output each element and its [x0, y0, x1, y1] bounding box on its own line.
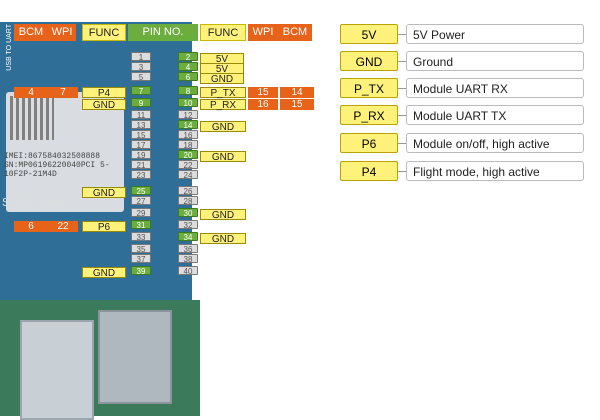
tag-pin14-gnd: GND: [200, 121, 246, 133]
pin-29: 29: [131, 208, 151, 218]
legend-connector: [398, 171, 406, 172]
pin-25: 25: [131, 186, 151, 196]
pin-8: 8: [178, 86, 198, 96]
pin-12: 12: [178, 110, 198, 120]
tag-pin10-bcm: 15: [280, 99, 314, 110]
legend-desc: Module UART TX: [406, 105, 584, 125]
legend-desc: Module on/off, high active: [406, 133, 584, 153]
tag-pin10-prx: P_RX: [200, 99, 246, 111]
pin-16: 16: [178, 130, 198, 140]
pin-35: 35: [131, 244, 151, 254]
pin-11: 11: [131, 110, 151, 120]
header-func-left: FUNC: [82, 24, 126, 41]
pin-4: 4: [178, 62, 198, 72]
tag-pin20-gnd: GND: [200, 151, 246, 163]
legend-row-p6: P6 Module on/off, high active: [340, 133, 585, 153]
usb-to-uart-label: USB TO UART: [6, 24, 13, 71]
legend-code: P4: [340, 161, 398, 181]
pin-32: 32: [178, 220, 198, 230]
tag-pin31-bcm: 6: [14, 221, 48, 232]
pin-33: 33: [131, 232, 151, 242]
header-bcm-right: BCM: [278, 24, 312, 41]
sim-model-label: SIM7600E: [2, 196, 68, 210]
pin-5: 5: [131, 72, 151, 82]
tag-pin25-gnd: GND: [82, 187, 126, 199]
legend-code: P_TX: [340, 78, 398, 98]
pin-28: 28: [178, 196, 198, 206]
tag-pin31-p6: P6: [82, 221, 126, 233]
pin-23: 23: [131, 170, 151, 180]
pin-9: 9: [131, 98, 151, 108]
pin-2: 2: [178, 52, 198, 62]
tag-pin34-gnd: GND: [200, 233, 246, 245]
pin-3: 3: [131, 62, 151, 72]
header-bcm-left: BCM: [14, 24, 48, 41]
pin-13: 13: [131, 120, 151, 130]
legend-connector: [398, 115, 406, 116]
pin-34: 34: [178, 232, 198, 242]
pin-20: 20: [178, 150, 198, 160]
usb-port: [20, 320, 94, 420]
legend-row-gnd: GND Ground: [340, 51, 585, 71]
pin-19: 19: [131, 150, 151, 160]
pin-1: 1: [131, 52, 151, 62]
pin-37: 37: [131, 254, 151, 264]
pin-22: 22: [178, 160, 198, 170]
chip-text: IMEI:867584032508888 SN:MP06196220040PCI…: [4, 152, 110, 179]
header-wpi-right: WPI: [248, 24, 278, 41]
pin-6: 6: [178, 72, 198, 82]
legend-desc: 5V Power: [406, 24, 584, 44]
pin-30: 30: [178, 208, 198, 218]
legend-row-5v: 5V 5V Power: [340, 24, 585, 44]
pin-27: 27: [131, 196, 151, 206]
legend-code: P_RX: [340, 105, 398, 125]
ethernet-port: [98, 310, 172, 404]
pin-18: 18: [178, 140, 198, 150]
pin-15: 15: [131, 130, 151, 140]
pin-24: 24: [178, 170, 198, 180]
tag-pin8-bcm: 14: [280, 87, 314, 98]
legend-connector: [398, 88, 406, 89]
legend-connector: [398, 34, 406, 35]
legend-desc: Ground: [406, 51, 584, 71]
legend-desc: Flight mode, high active: [406, 161, 584, 181]
pin-38: 38: [178, 254, 198, 264]
pin-17: 17: [131, 140, 151, 150]
tag-pin10-wpi: 16: [248, 99, 278, 110]
legend-connector: [398, 61, 406, 62]
pin-14: 14: [178, 120, 198, 130]
header-wpi-left: WPI: [48, 24, 76, 41]
tag-pin7-bcm: 4: [14, 87, 48, 98]
header-func-right: FUNC: [200, 24, 246, 41]
qr-code: [10, 96, 54, 140]
legend-row-ptx: P_TX Module UART RX: [340, 78, 585, 98]
header-pin-no: PIN NO.: [128, 24, 198, 41]
legend-desc: Module UART RX: [406, 78, 584, 98]
tag-pin31-wpi: 22: [48, 221, 78, 232]
tag-pin39-gnd: GND: [82, 267, 126, 279]
legend-row-prx: P_RX Module UART TX: [340, 105, 585, 125]
tag-pin30-gnd: GND: [200, 209, 246, 221]
legend-connector: [398, 143, 406, 144]
pin-26: 26: [178, 186, 198, 196]
tag-pin7-wpi: 7: [48, 87, 78, 98]
tag-pin9-gnd: GND: [82, 99, 126, 111]
pin-39: 39: [131, 266, 151, 276]
tag-pin8-ptx: P_TX: [200, 87, 246, 99]
legend-code: GND: [340, 51, 398, 71]
pin-40: 40: [178, 266, 198, 276]
tag-pin7-p4: P4: [82, 87, 126, 99]
legend-code: 5V: [340, 24, 398, 44]
pin-31: 31: [131, 220, 151, 230]
pin-10: 10: [178, 98, 198, 108]
tag-pin6-gnd: GND: [200, 73, 244, 85]
pin-36: 36: [178, 244, 198, 254]
legend-code: P6: [340, 133, 398, 153]
tag-pin8-wpi: 15: [248, 87, 278, 98]
pin-7: 7: [131, 86, 151, 96]
pin-21: 21: [131, 160, 151, 170]
legend-row-p4: P4 Flight mode, high active: [340, 161, 585, 181]
